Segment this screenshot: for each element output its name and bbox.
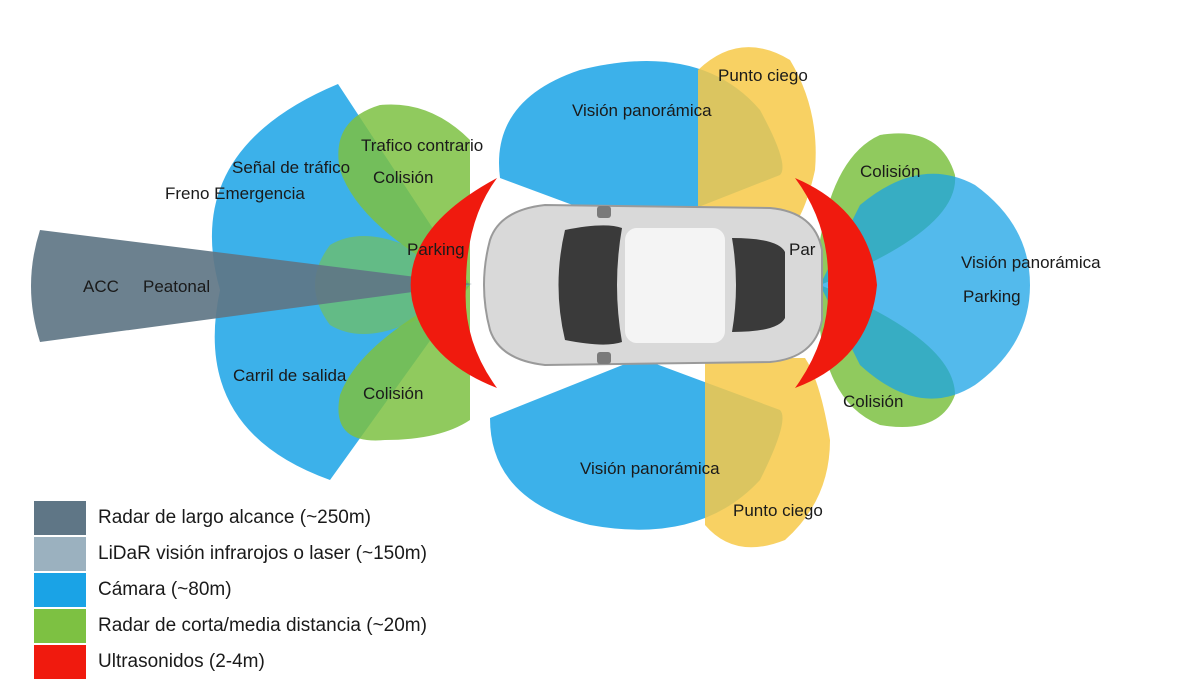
label-carril-salida: Carril de salida: [233, 366, 347, 385]
car-top-view: [483, 203, 823, 367]
long-range-radar-beam: [31, 230, 472, 342]
front-ultrasonic-arc: [410, 178, 497, 388]
car-windshield: [558, 225, 622, 345]
legend-label: LiDaR visión infrarojos o laser (~150m): [98, 543, 427, 564]
legend-swatch-ultrasonic: [34, 645, 86, 679]
legend-swatch-radar-short: [34, 609, 86, 643]
label-punto-ciego-bottom: Punto ciego: [733, 501, 823, 520]
rear-vision-zone: [820, 173, 1030, 399]
label-colision-rear-top: Colisión: [860, 162, 920, 181]
label-vision-rear: Visión panorámica: [961, 253, 1101, 272]
legend-item: Radar de corta/media distancia (~20m): [34, 608, 427, 644]
legend-swatch-lidar: [34, 537, 86, 571]
blind-spot-top-zone: [698, 47, 816, 231]
rear-ultrasonic-arc: [795, 178, 877, 388]
car-mirror-top: [597, 206, 611, 218]
label-colision-rear-bottom: Colisión: [843, 392, 903, 411]
label-colision-front-top: Colisión: [373, 168, 433, 187]
blind-spot-bottom-zone: [705, 358, 830, 548]
legend-swatch-radar-long: [34, 501, 86, 535]
label-parking-rear: Parking: [963, 287, 1021, 306]
label-freno-emergencia: Freno Emergencia: [165, 184, 305, 203]
label-punto-ciego-top: Punto ciego: [718, 66, 808, 85]
label-colision-front-bottom: Colisión: [363, 384, 423, 403]
label-senal-trafico: Señal de tráfico: [232, 158, 350, 177]
legend-item: LiDaR visión infrarojos o laser (~150m): [34, 536, 427, 572]
legend-label: Radar de corta/media distancia (~20m): [98, 615, 427, 636]
legend-item: Cámara (~80m): [34, 572, 427, 608]
label-vision-bottom: Visión panorámica: [580, 459, 720, 478]
legend-label: Radar de largo alcance (~250m): [98, 507, 372, 528]
car-mirror-bottom: [597, 352, 611, 364]
legend-label: Ultrasonidos (2-4m): [98, 651, 265, 672]
legend: Radar de largo alcance (~250m) LiDaR vis…: [34, 500, 427, 680]
label-parking-front: Parking: [407, 240, 465, 259]
label-vision-top: Visión panorámica: [572, 101, 712, 120]
label-peatonal: Peatonal: [143, 277, 210, 296]
legend-label: Cámara (~80m): [98, 579, 232, 600]
legend-swatch-camera: [34, 573, 86, 607]
label-parking-rear-partial: Par: [789, 240, 816, 259]
car-roof: [625, 228, 725, 343]
legend-item: Ultrasonidos (2-4m): [34, 644, 427, 680]
legend-item: Radar de largo alcance (~250m): [34, 500, 427, 536]
label-acc: ACC: [83, 277, 119, 296]
label-trafico-contrario: Trafico contrario: [361, 136, 483, 155]
car-rear-window: [732, 238, 785, 332]
